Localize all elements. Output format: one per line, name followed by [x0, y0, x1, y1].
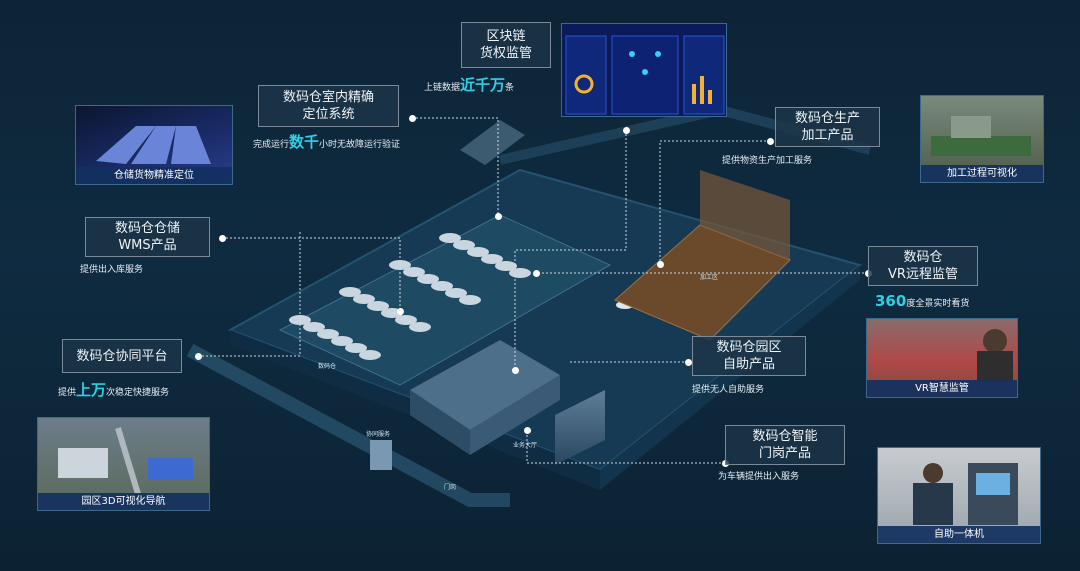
storage-tank	[417, 274, 439, 284]
callout-park: 数码仓园区 自助产品	[692, 336, 806, 376]
thumb-vr-monitor: VR智慧监管	[866, 318, 1018, 398]
storage-tank	[303, 322, 325, 332]
callout-park-sub: 提供无人自助服务	[692, 385, 765, 395]
scene-label-gate: 门岗	[444, 484, 457, 491]
callout-platform-sub: 提供上万次稳定快捷服务	[58, 381, 170, 399]
thumb-caption: 加工过程可视化	[921, 165, 1043, 182]
gate-booth	[370, 440, 392, 470]
warehouse-roof	[278, 214, 612, 386]
storage-tank	[453, 240, 475, 250]
callout-production-sub: 提供物资生产加工服务	[722, 156, 813, 166]
callout-positioning-sub: 完成运行数千小时无故障运行验证	[253, 133, 401, 151]
callout-wms: 数码仓仓储 WMS产品	[85, 217, 210, 257]
thumb-caption: 自助一体机	[878, 526, 1040, 543]
connector-dot	[511, 366, 519, 374]
storage-tank	[403, 267, 425, 277]
storage-tank	[467, 247, 489, 257]
road	[186, 343, 510, 507]
storage-tank	[339, 287, 361, 297]
scene-label-warehouse: 数码仓	[318, 363, 337, 370]
storage-tank	[439, 233, 461, 243]
storage-tank	[431, 281, 453, 291]
connector-dot	[218, 234, 226, 242]
callout-vr-sub: 360度全景实时看货	[875, 292, 970, 310]
connector-dot	[194, 352, 202, 360]
callout-blockchain-sub: 上链数据近千万条	[424, 76, 515, 94]
callout-production: 数码仓生产 加工产品	[775, 107, 880, 147]
connector-dot	[532, 269, 540, 277]
callout-wms-sub: 提供出入库服务	[80, 265, 144, 275]
storage-tank	[331, 336, 353, 346]
thumb-park-3d: 园区3D可视化导航	[37, 417, 210, 511]
storage-tank	[353, 294, 375, 304]
callout-gate-sub: 为车辆提供出入服务	[718, 472, 800, 482]
connector-dot	[523, 426, 531, 434]
connector-dot	[656, 260, 664, 268]
storage-tank	[459, 295, 481, 305]
storage-tank	[409, 322, 431, 332]
storage-tank	[317, 329, 339, 339]
connector-dot	[766, 137, 774, 145]
storage-tank	[395, 315, 417, 325]
callout-platform: 数码仓协同平台	[62, 339, 182, 373]
connector-dot	[622, 126, 630, 134]
storage-tank	[481, 254, 503, 264]
storage-tank	[359, 350, 381, 360]
service-hall	[555, 390, 605, 465]
connector-dot	[408, 114, 416, 122]
storage-tank	[445, 288, 467, 298]
thumb-blockchain-dashboard	[561, 23, 727, 117]
connector-dot	[396, 307, 404, 315]
thumb-caption: VR智慧监管	[867, 380, 1017, 397]
storage-tank	[345, 343, 367, 353]
thumb-self-service: 自助一体机	[877, 447, 1041, 544]
storage-tank	[367, 301, 389, 311]
callout-blockchain: 区块链 货权监管	[461, 22, 551, 68]
connector-dot	[494, 212, 502, 220]
callout-positioning: 数码仓室内精确 定位系统	[258, 85, 399, 127]
office-tower	[410, 340, 560, 430]
scene-label-service-hall: 业务大厅	[513, 442, 538, 449]
thumb-caption: 园区3D可视化导航	[38, 493, 209, 510]
callout-gate: 数码仓智能 门岗产品	[725, 425, 845, 465]
scene-label-processing: 加工区	[700, 274, 719, 281]
thumb-process-vis: 加工过程可视化	[920, 95, 1044, 183]
connector-dot	[684, 358, 692, 366]
callout-vr: 数码仓 VR远程监管	[868, 246, 978, 286]
scene-label-cooperation: 协同服务	[366, 431, 391, 438]
thumb-caption: 仓储货物精准定位	[76, 167, 232, 184]
thumb-storage-positioning: 仓储货物精准定位	[75, 105, 233, 185]
storage-tank	[495, 261, 517, 271]
